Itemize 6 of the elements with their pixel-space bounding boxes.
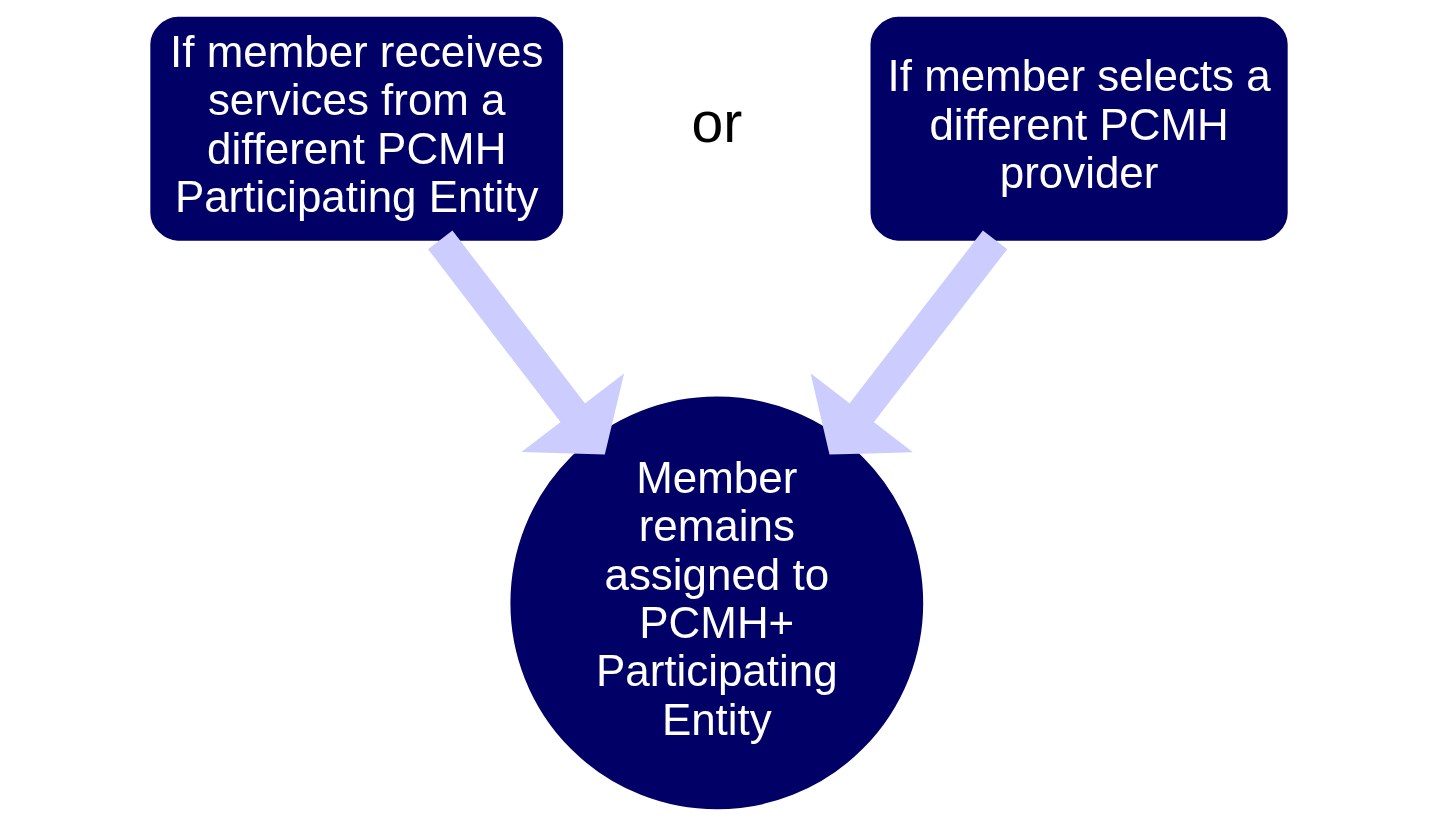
- label: or: [690, 90, 742, 154]
- node-box: If member receives services from a different PCMH Participating Entity: [149, 16, 563, 241]
- arrow: [427, 229, 624, 455]
- arrow: [810, 229, 1007, 455]
- node-box: If member selects a different PCMH provider: [870, 16, 1288, 241]
- node-circle: Member remains assigned to PCMH+ Participating Entity: [509, 396, 923, 809]
